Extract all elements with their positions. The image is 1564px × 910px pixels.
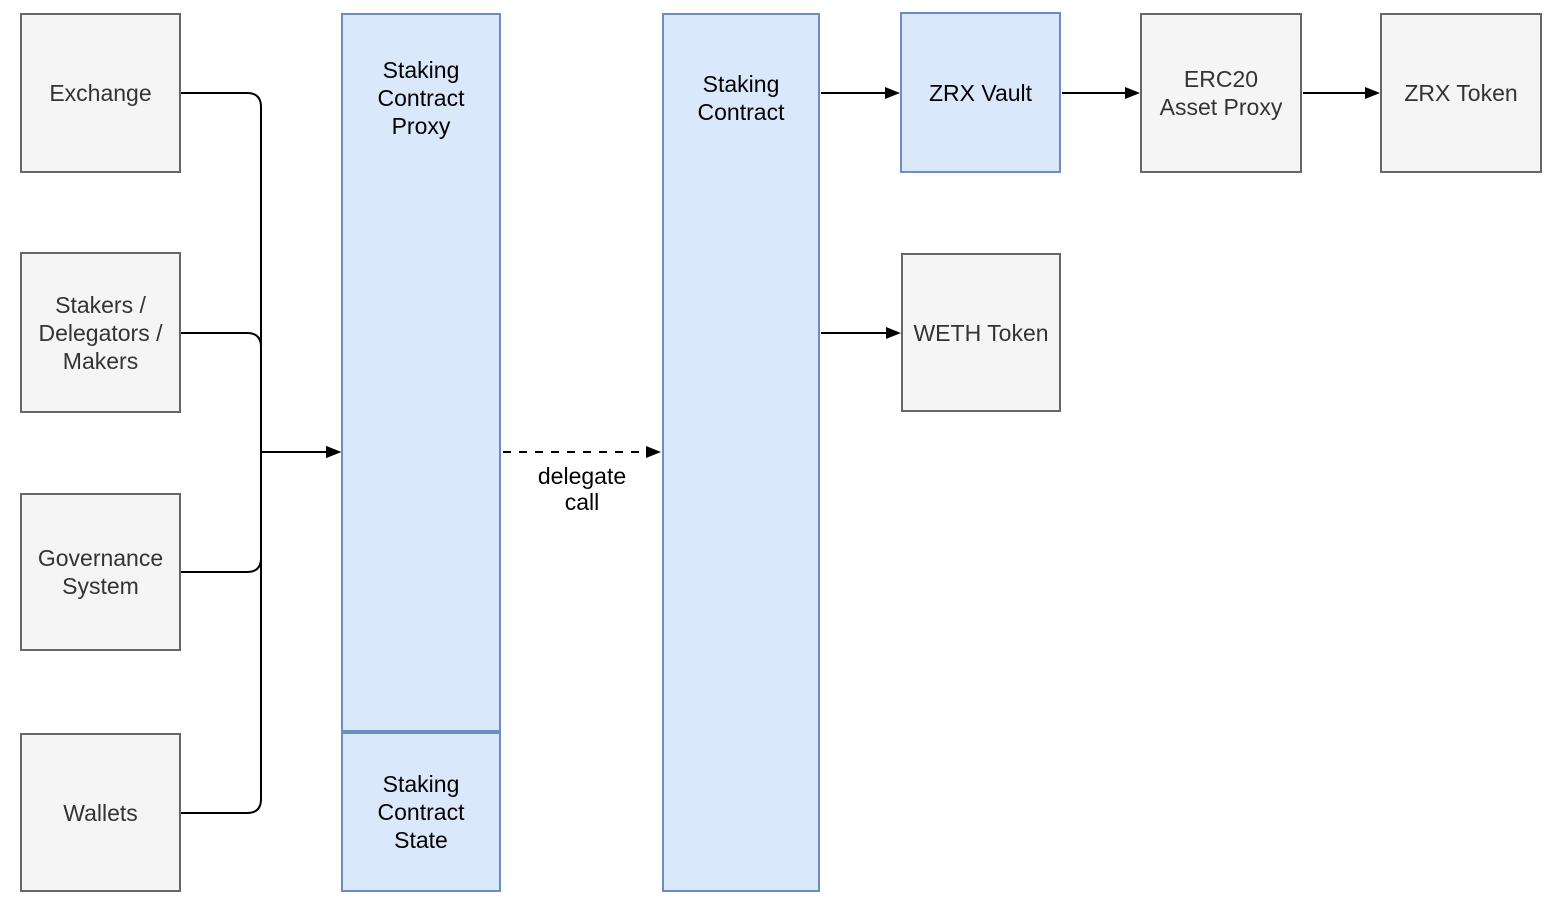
node-wallets: Wallets bbox=[20, 733, 181, 892]
node-wallets-label: Wallets bbox=[63, 799, 138, 826]
edge-governance-to-proxy bbox=[181, 446, 341, 573]
node-stakers-delegators-makers: Stakers / Delegators / Makers bbox=[20, 252, 181, 413]
edge-stakers-to-proxy bbox=[181, 332, 341, 458]
node-zrx-vault-label: ZRX Vault bbox=[928, 79, 1033, 106]
node-erc20-asset-proxy: ERC20 Asset Proxy bbox=[1140, 13, 1302, 173]
node-governance-system-label: Governance System bbox=[37, 545, 164, 599]
node-weth-token-label: WETH Token bbox=[913, 319, 1049, 346]
node-governance-system: Governance System bbox=[20, 493, 181, 651]
node-exchange-label: Exchange bbox=[49, 80, 152, 106]
node-zrx-token: ZRX Token bbox=[1380, 13, 1542, 173]
node-erc20-asset-proxy-label: ERC20 Asset Proxy bbox=[1159, 66, 1283, 120]
node-stakers-delegators-makers-label: Stakers / Delegators / Makers bbox=[38, 291, 163, 374]
node-staking-contract-label: Staking Contract bbox=[697, 71, 785, 125]
edge-exchange-to-proxy bbox=[181, 92, 341, 458]
node-staking-contract-proxy-label: Staking Contract Proxy bbox=[377, 57, 465, 139]
node-staking-contract-state: Staking Contract State bbox=[341, 732, 501, 892]
node-exchange: Exchange bbox=[20, 13, 181, 173]
node-staking-contract-state-label: Staking Contract State bbox=[377, 771, 465, 853]
node-staking-contract-proxy: Staking Contract Proxy bbox=[341, 13, 501, 732]
node-zrx-vault: ZRX Vault bbox=[900, 12, 1061, 173]
delegate-call-edge-label: delegate call bbox=[537, 463, 627, 515]
node-zrx-token-label: ZRX Token bbox=[1404, 80, 1518, 106]
node-weth-token: WETH Token bbox=[901, 253, 1061, 412]
edge-wallets-to-proxy bbox=[181, 446, 341, 814]
node-staking-contract: Staking Contract bbox=[662, 13, 820, 892]
